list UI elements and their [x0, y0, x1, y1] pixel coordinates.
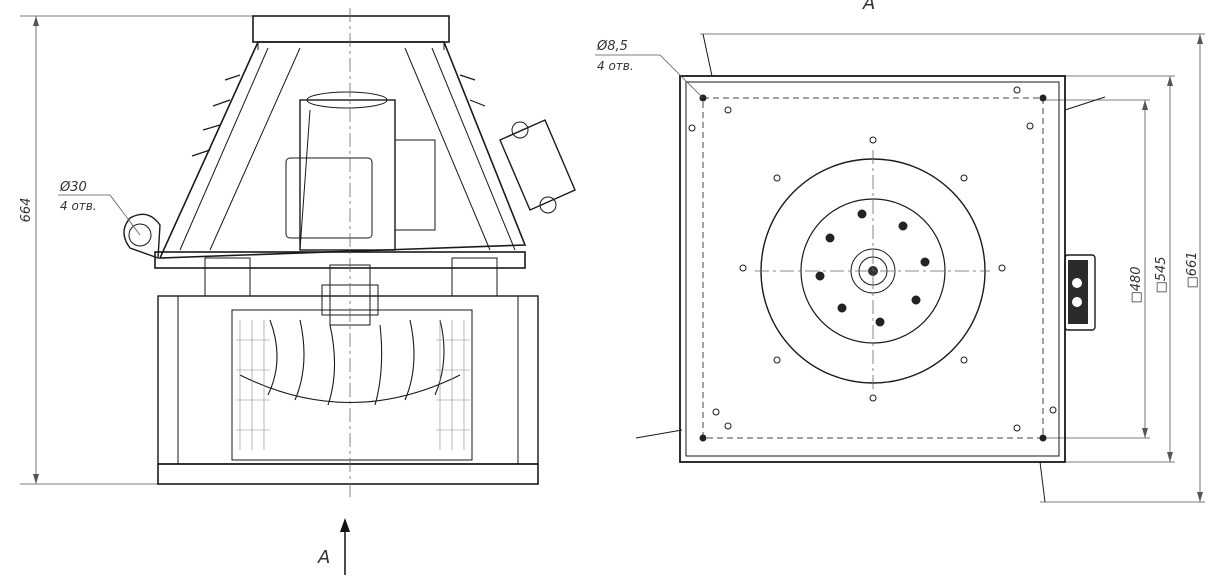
height-dimension: 664	[19, 198, 34, 223]
view-label: A	[862, 0, 875, 14]
lug-hole-count: 4 отв.	[60, 199, 97, 213]
dimension-480: □480	[1129, 266, 1144, 303]
bolt-hole-count: 4 отв.	[597, 59, 634, 73]
lug-hole-diameter: Ø30	[59, 180, 87, 195]
dimension-545: □545	[1154, 256, 1169, 293]
view-arrow-label: A	[317, 547, 330, 568]
side-view: 664	[19, 8, 576, 575]
dimension-661: □661	[1185, 251, 1200, 288]
bolt-hole-diameter: Ø8,5	[596, 39, 628, 54]
top-view: A □480 □545 □661	[595, 0, 1205, 503]
